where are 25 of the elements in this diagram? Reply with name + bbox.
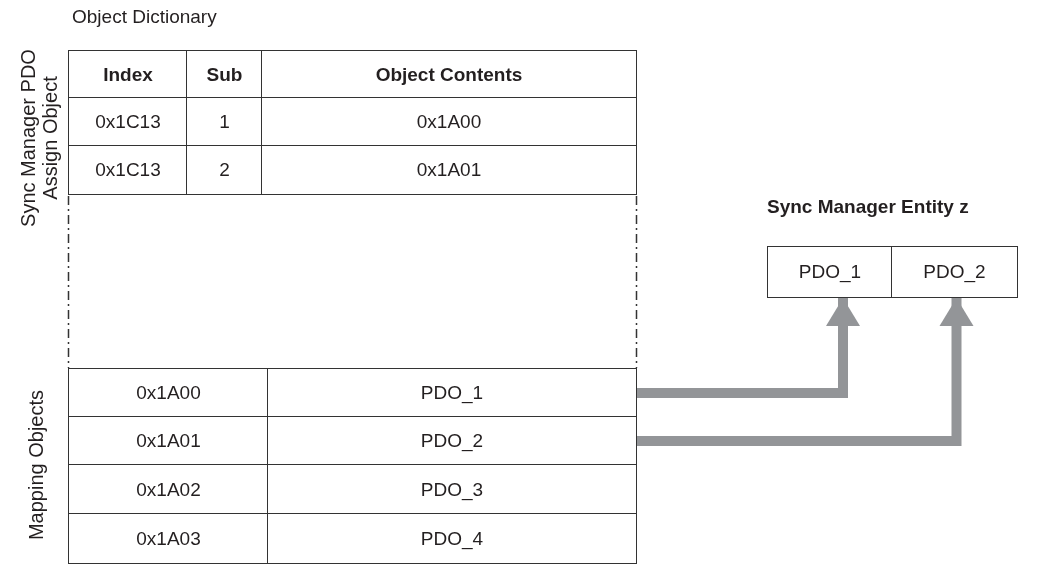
table-cell: PDO_3: [267, 464, 637, 515]
table-cell: 0x1C13: [68, 145, 188, 195]
table-cell: PDO_1: [767, 246, 893, 298]
arrow: [637, 298, 860, 398]
table-cell: 0x1A00: [261, 97, 637, 147]
table-cell: 2: [186, 145, 263, 195]
section-label: Sync Manager PDO Assign Object: [17, 48, 61, 229]
table-cell: 0x1C13: [68, 97, 188, 147]
column-header: Object Contents: [261, 50, 637, 99]
diagram-title: Object Dictionary: [72, 6, 217, 28]
table-cell: 0x1A02: [68, 464, 269, 515]
table-cell: 1: [186, 97, 263, 147]
table-cell: 0x1A01: [68, 416, 269, 466]
entity-heading: Sync Manager Entity z: [767, 196, 969, 218]
table-cell: 0x1A00: [68, 368, 269, 418]
table-cell: 0x1A03: [68, 513, 269, 564]
section-label: Mapping Objects: [24, 388, 48, 543]
column-header: Index: [68, 50, 188, 99]
table-cell: 0x1A01: [261, 145, 637, 195]
table-cell: PDO_2: [267, 416, 637, 466]
table-cell: PDO_4: [267, 513, 637, 564]
table-cell: PDO_1: [267, 368, 637, 418]
table-cell: PDO_2: [891, 246, 1018, 298]
arrow: [637, 298, 974, 446]
column-header: Sub: [186, 50, 263, 99]
